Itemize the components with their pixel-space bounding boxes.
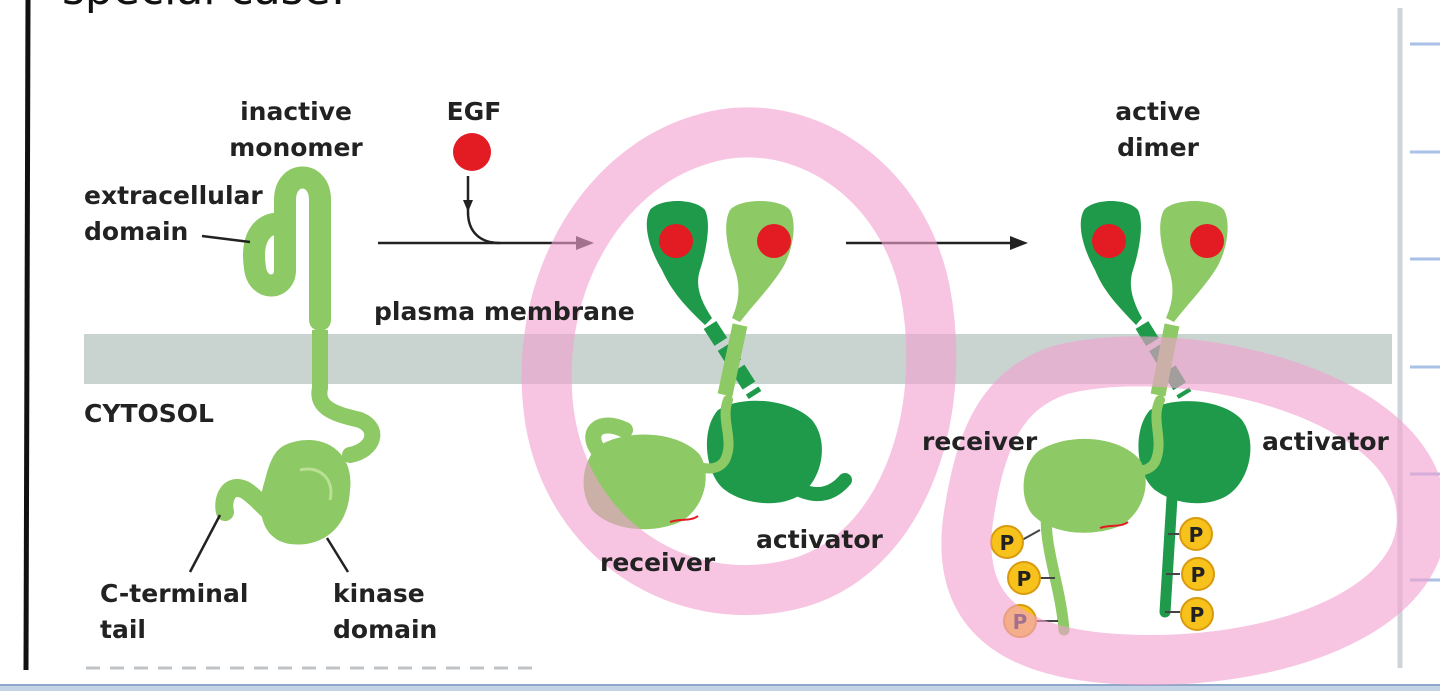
label-inactive: inactive <box>240 97 352 126</box>
label-c-terminal: C-terminal <box>100 579 248 608</box>
receiver-extracellular-middle <box>726 201 794 322</box>
label-domain-extracellular: domain <box>84 217 188 246</box>
label-active: active <box>1115 97 1200 126</box>
label-kinase: kinase <box>333 579 425 608</box>
contact-marks-right <box>1099 521 1129 529</box>
label-dimer: dimer <box>1117 133 1199 162</box>
label-receiver-middle: receiver <box>600 548 716 577</box>
transmembrane-segment <box>312 330 328 388</box>
receiver-tm-middle <box>717 323 748 397</box>
receiver-tail-middle <box>585 417 633 458</box>
active-dimer: P P P P P <box>990 201 1251 638</box>
egf-path <box>466 176 501 245</box>
label-domain-kinase: domain <box>333 615 437 644</box>
activator-kinase-middle <box>706 400 822 504</box>
juxtamembrane-linker <box>311 380 381 463</box>
c-terminal-leader <box>188 514 222 573</box>
extracellular-leader <box>201 234 251 244</box>
activator-tail-right <box>1159 492 1178 618</box>
egf-bound-left-middle <box>659 224 693 258</box>
activator-tail-middle <box>783 473 852 502</box>
phosphate-5: P <box>1181 557 1215 591</box>
label-tail: tail <box>100 615 146 644</box>
egf-bound-right-right <box>1190 224 1224 258</box>
kinase-detail <box>299 467 333 501</box>
handwritten-title: special case: <box>62 0 346 15</box>
svg-text:P: P <box>1189 523 1204 547</box>
svg-text:P: P <box>1190 603 1205 627</box>
kinase-leader <box>325 537 350 573</box>
activator-kinase-right <box>1138 401 1251 504</box>
label-cytosol: CYTOSOL <box>84 399 214 428</box>
svg-text:P: P <box>1000 531 1015 555</box>
svg-text:P: P <box>1017 567 1032 591</box>
highlight-circle-middle <box>521 107 957 615</box>
step-arrow-2-head <box>1010 236 1028 250</box>
label-monomer: monomer <box>229 133 363 162</box>
egf-ligand <box>453 133 491 171</box>
inactive-monomer <box>188 166 381 573</box>
receiver-extracellular-right <box>1160 201 1228 322</box>
left-margin-line <box>23 0 31 671</box>
highlight-circle-right <box>941 336 1440 685</box>
bottom-strip-line <box>0 684 1440 686</box>
egf-bound-left-right <box>1092 224 1126 258</box>
receiver-tail-right <box>1040 494 1070 636</box>
phosphate-2: P <box>1007 561 1041 595</box>
kinase-domain-shape <box>260 440 351 545</box>
label-activator-right: activator <box>1262 427 1390 456</box>
activator-extracellular-right <box>1080 201 1142 325</box>
bottom-strip <box>0 684 1440 691</box>
label-activator-middle: activator <box>756 525 884 554</box>
extracellular-domain-shape <box>243 166 331 331</box>
c-terminal-tail-shape <box>215 479 299 529</box>
phosphate-4: P <box>1179 517 1213 551</box>
receiver-linker-middle <box>685 395 734 474</box>
label-egf: EGF <box>447 97 502 126</box>
egf-arrowhead <box>463 200 473 212</box>
phosphate-1: P <box>990 525 1024 559</box>
egf-bound-right-middle <box>757 224 791 258</box>
receiver-kinase-right <box>1023 438 1146 533</box>
activator-extracellular-middle <box>646 201 712 325</box>
label-receiver-right: receiver <box>922 427 1038 456</box>
label-extracellular: extracellular <box>84 181 263 210</box>
contact-marks-middle <box>669 515 699 523</box>
svg-text:P: P <box>1191 563 1206 587</box>
phosphate-6: P <box>1180 597 1214 631</box>
receiver-linker-right <box>1115 395 1165 476</box>
dimer-middle <box>583 201 852 530</box>
label-plasma-membrane: plasma membrane <box>374 297 635 326</box>
